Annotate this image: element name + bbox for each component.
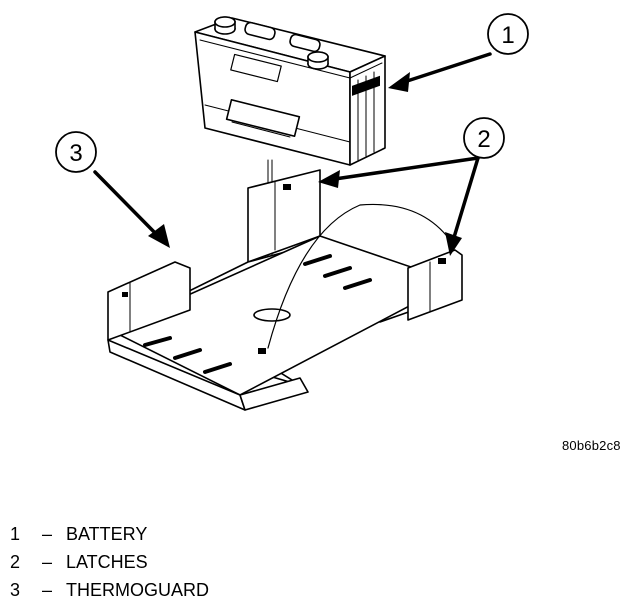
legend-row: 3–THERMOGUARD [10,576,209,604]
callout-1-number: 1 [501,22,514,49]
leader-arrows [93,52,492,246]
callout-1: 1 [487,13,529,55]
arrow-heads [148,72,462,256]
legend-label: THERMOGUARD [66,580,209,600]
figure-id: 80b6b2c8 [562,438,621,453]
legend-dash: – [41,580,52,600]
callout-3: 3 [55,131,97,173]
legend-label: BATTERY [66,524,148,544]
battery-thermoguard-diagram: 1 2 3 [55,13,529,411]
legend-label: LATCHES [66,552,148,572]
callout-2: 2 [463,117,505,159]
legend-row: 2–LATCHES [10,548,209,576]
legend-number: 1 [10,524,21,544]
battery-tray [107,169,463,411]
legend: 1–BATTERY 2–LATCHES 3–THERMOGUARD [10,520,209,604]
legend-number: 2 [10,552,21,572]
legend-number: 3 [10,580,21,600]
legend-dash: – [41,552,52,572]
legend-dash: – [41,524,52,544]
callout-3-number: 3 [69,140,82,167]
callout-2-number: 2 [477,126,490,153]
legend-row: 1–BATTERY [10,520,209,548]
battery [194,16,386,166]
